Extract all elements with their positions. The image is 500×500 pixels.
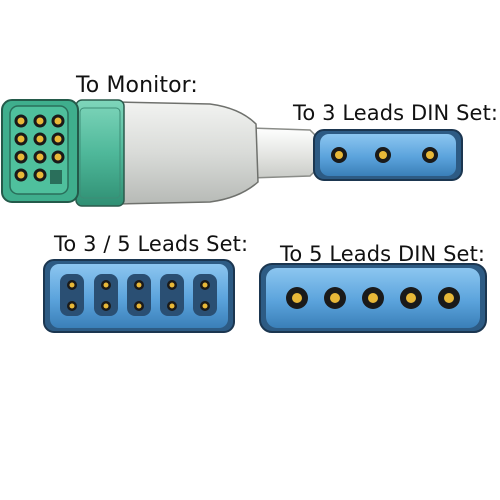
strain-relief: [117, 101, 259, 205]
connector-green-body: [75, 99, 125, 207]
to-3-5-leads-label: To 3 / 5 Leads Set:: [54, 232, 249, 256]
din3-connector-illustration: [313, 129, 463, 181]
din5-pins: [286, 287, 460, 309]
cable: [249, 127, 319, 179]
din3-pins: [331, 147, 438, 163]
din5-connector-illustration: [259, 263, 487, 333]
leads35-connector-illustration: [43, 259, 235, 333]
leads35-pins: [60, 274, 217, 316]
to-5-leads-din-label: To 5 Leads DIN Set:: [280, 242, 486, 266]
monitor-pins: [14, 114, 65, 182]
monitor-connector-illustration: [1, 99, 319, 207]
to-monitor-label: To Monitor:: [76, 73, 198, 98]
to-3-leads-din-label: To 3 Leads DIN Set:: [293, 101, 499, 125]
